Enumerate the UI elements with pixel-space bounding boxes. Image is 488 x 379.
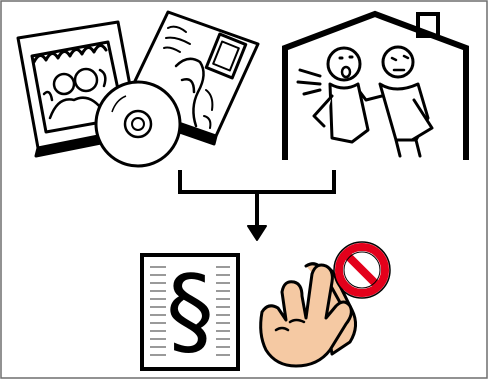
law-document: § [142, 255, 238, 369]
cd-icon [96, 82, 180, 166]
prohibited-icon [334, 242, 390, 298]
law-paragraph-icon: § [166, 255, 214, 367]
